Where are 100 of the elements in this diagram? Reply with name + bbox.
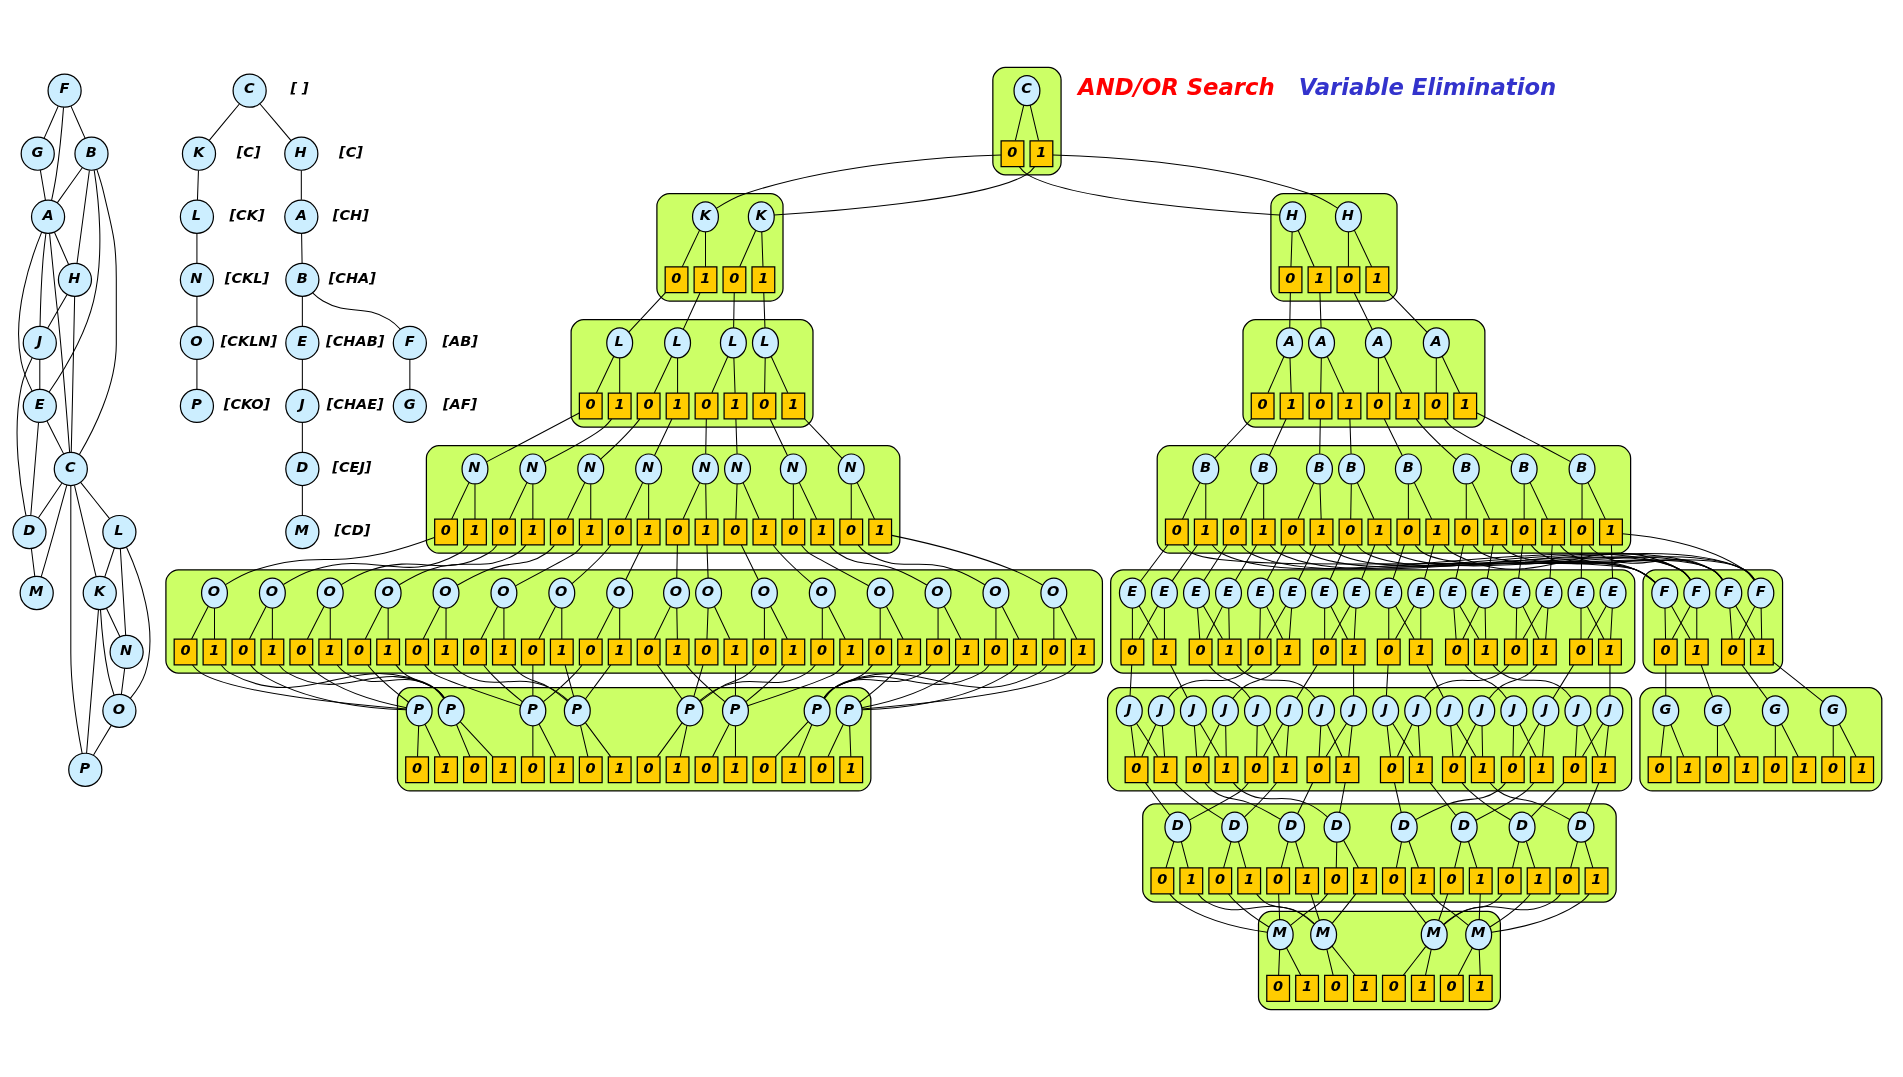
- connector: [1415, 782, 1506, 821]
- connector: [1525, 841, 1536, 869]
- connector: [417, 725, 420, 758]
- node-box: 0: [520, 638, 545, 666]
- connector: [792, 483, 794, 520]
- connector: [1319, 418, 1321, 455]
- node-box: 1: [578, 518, 603, 546]
- connector: [1205, 483, 1207, 520]
- cluster: [570, 319, 814, 428]
- node-circle: K: [82, 575, 117, 611]
- node-ellipse: D: [1567, 811, 1595, 843]
- connector: [1424, 664, 1510, 699]
- node-box: 0: [1222, 518, 1247, 546]
- connector: [1486, 544, 1494, 579]
- node-box: 1: [1734, 756, 1759, 784]
- node-ellipse: N: [837, 453, 865, 485]
- connector: [1163, 607, 1165, 640]
- node-box: 0: [520, 756, 545, 784]
- node-ellipse: O: [808, 577, 836, 609]
- connector: [823, 664, 932, 699]
- connector: [715, 154, 1002, 209]
- node-ellipse: J: [1211, 695, 1239, 727]
- connector: [1029, 104, 1040, 141]
- connector: [474, 483, 476, 520]
- connector: [1383, 418, 1403, 457]
- connector: [56, 167, 83, 204]
- node-box: 0: [231, 638, 256, 666]
- connector: [503, 607, 505, 640]
- connector: [196, 169, 199, 201]
- connector: [1671, 605, 1691, 640]
- connector: [1716, 725, 1718, 758]
- connector: [1161, 725, 1166, 758]
- node-ellipse: N: [519, 453, 547, 485]
- node-box: 0: [1336, 266, 1361, 294]
- connector: [1289, 357, 1292, 394]
- connector: [1443, 544, 1692, 581]
- connector: [1455, 544, 1465, 579]
- node-box: 0: [636, 638, 661, 666]
- connector: [1290, 231, 1293, 268]
- connector: [278, 664, 445, 699]
- connector: [823, 664, 1048, 699]
- connector: [532, 664, 534, 697]
- node-box: 1: [607, 392, 632, 420]
- node-box: 0: [578, 638, 603, 666]
- cluster: [1142, 803, 1617, 903]
- node-label: [ ]: [290, 80, 309, 97]
- connector: [398, 544, 527, 586]
- connector: [1266, 544, 1287, 581]
- connector: [1297, 782, 1314, 815]
- connector: [1604, 725, 1609, 758]
- node-box: 0: [463, 638, 487, 666]
- node-box: 1: [1470, 756, 1495, 784]
- node-ellipse: P: [563, 695, 591, 727]
- connector: [1475, 782, 1535, 821]
- connector: [677, 357, 679, 394]
- node-box: 0: [1441, 756, 1466, 784]
- connector: [798, 481, 818, 520]
- connector: [18, 231, 43, 392]
- connector: [1320, 357, 1322, 394]
- connector: [1361, 544, 1376, 580]
- connector: [538, 723, 557, 758]
- connector: [192, 664, 407, 710]
- connector: [39, 169, 46, 201]
- node-ellipse: G: [1761, 695, 1789, 727]
- node-ellipse: O: [374, 577, 402, 609]
- connector: [1385, 544, 1756, 581]
- node-box: 1: [1012, 638, 1037, 666]
- node-circle: K: [181, 136, 217, 171]
- node-box: 1: [1529, 756, 1554, 784]
- connector: [763, 607, 765, 640]
- connector: [804, 418, 843, 459]
- node-ellipse: J: [1179, 695, 1207, 727]
- connector: [824, 664, 873, 699]
- connector: [624, 481, 644, 520]
- connector: [1238, 841, 1247, 869]
- connector: [340, 544, 498, 586]
- node-box: 0: [781, 518, 806, 546]
- connector: [1289, 893, 1329, 926]
- connector: [1139, 544, 1169, 582]
- connector: [249, 664, 407, 711]
- connector: [364, 605, 383, 640]
- node-circle: A: [30, 199, 66, 234]
- connector: [1232, 664, 1282, 699]
- node-box: 1: [1337, 392, 1362, 420]
- connector: [78, 169, 117, 455]
- node-ellipse: A: [1308, 327, 1336, 359]
- connector: [705, 418, 707, 455]
- connector: [1214, 418, 1252, 459]
- node-circle: G: [20, 136, 55, 171]
- node-ellipse: O: [1040, 577, 1068, 609]
- connector: [1348, 725, 1353, 758]
- connector: [885, 605, 904, 640]
- connector: [1512, 725, 1515, 758]
- node-label: [CHAB]: [326, 332, 385, 349]
- node-box: 0: [405, 638, 430, 666]
- node-box: 1: [1597, 638, 1622, 666]
- node-box: 1: [1599, 518, 1623, 546]
- node-ellipse: L: [719, 327, 747, 359]
- node-box: 1: [1193, 518, 1218, 546]
- node-ellipse: P: [721, 695, 749, 727]
